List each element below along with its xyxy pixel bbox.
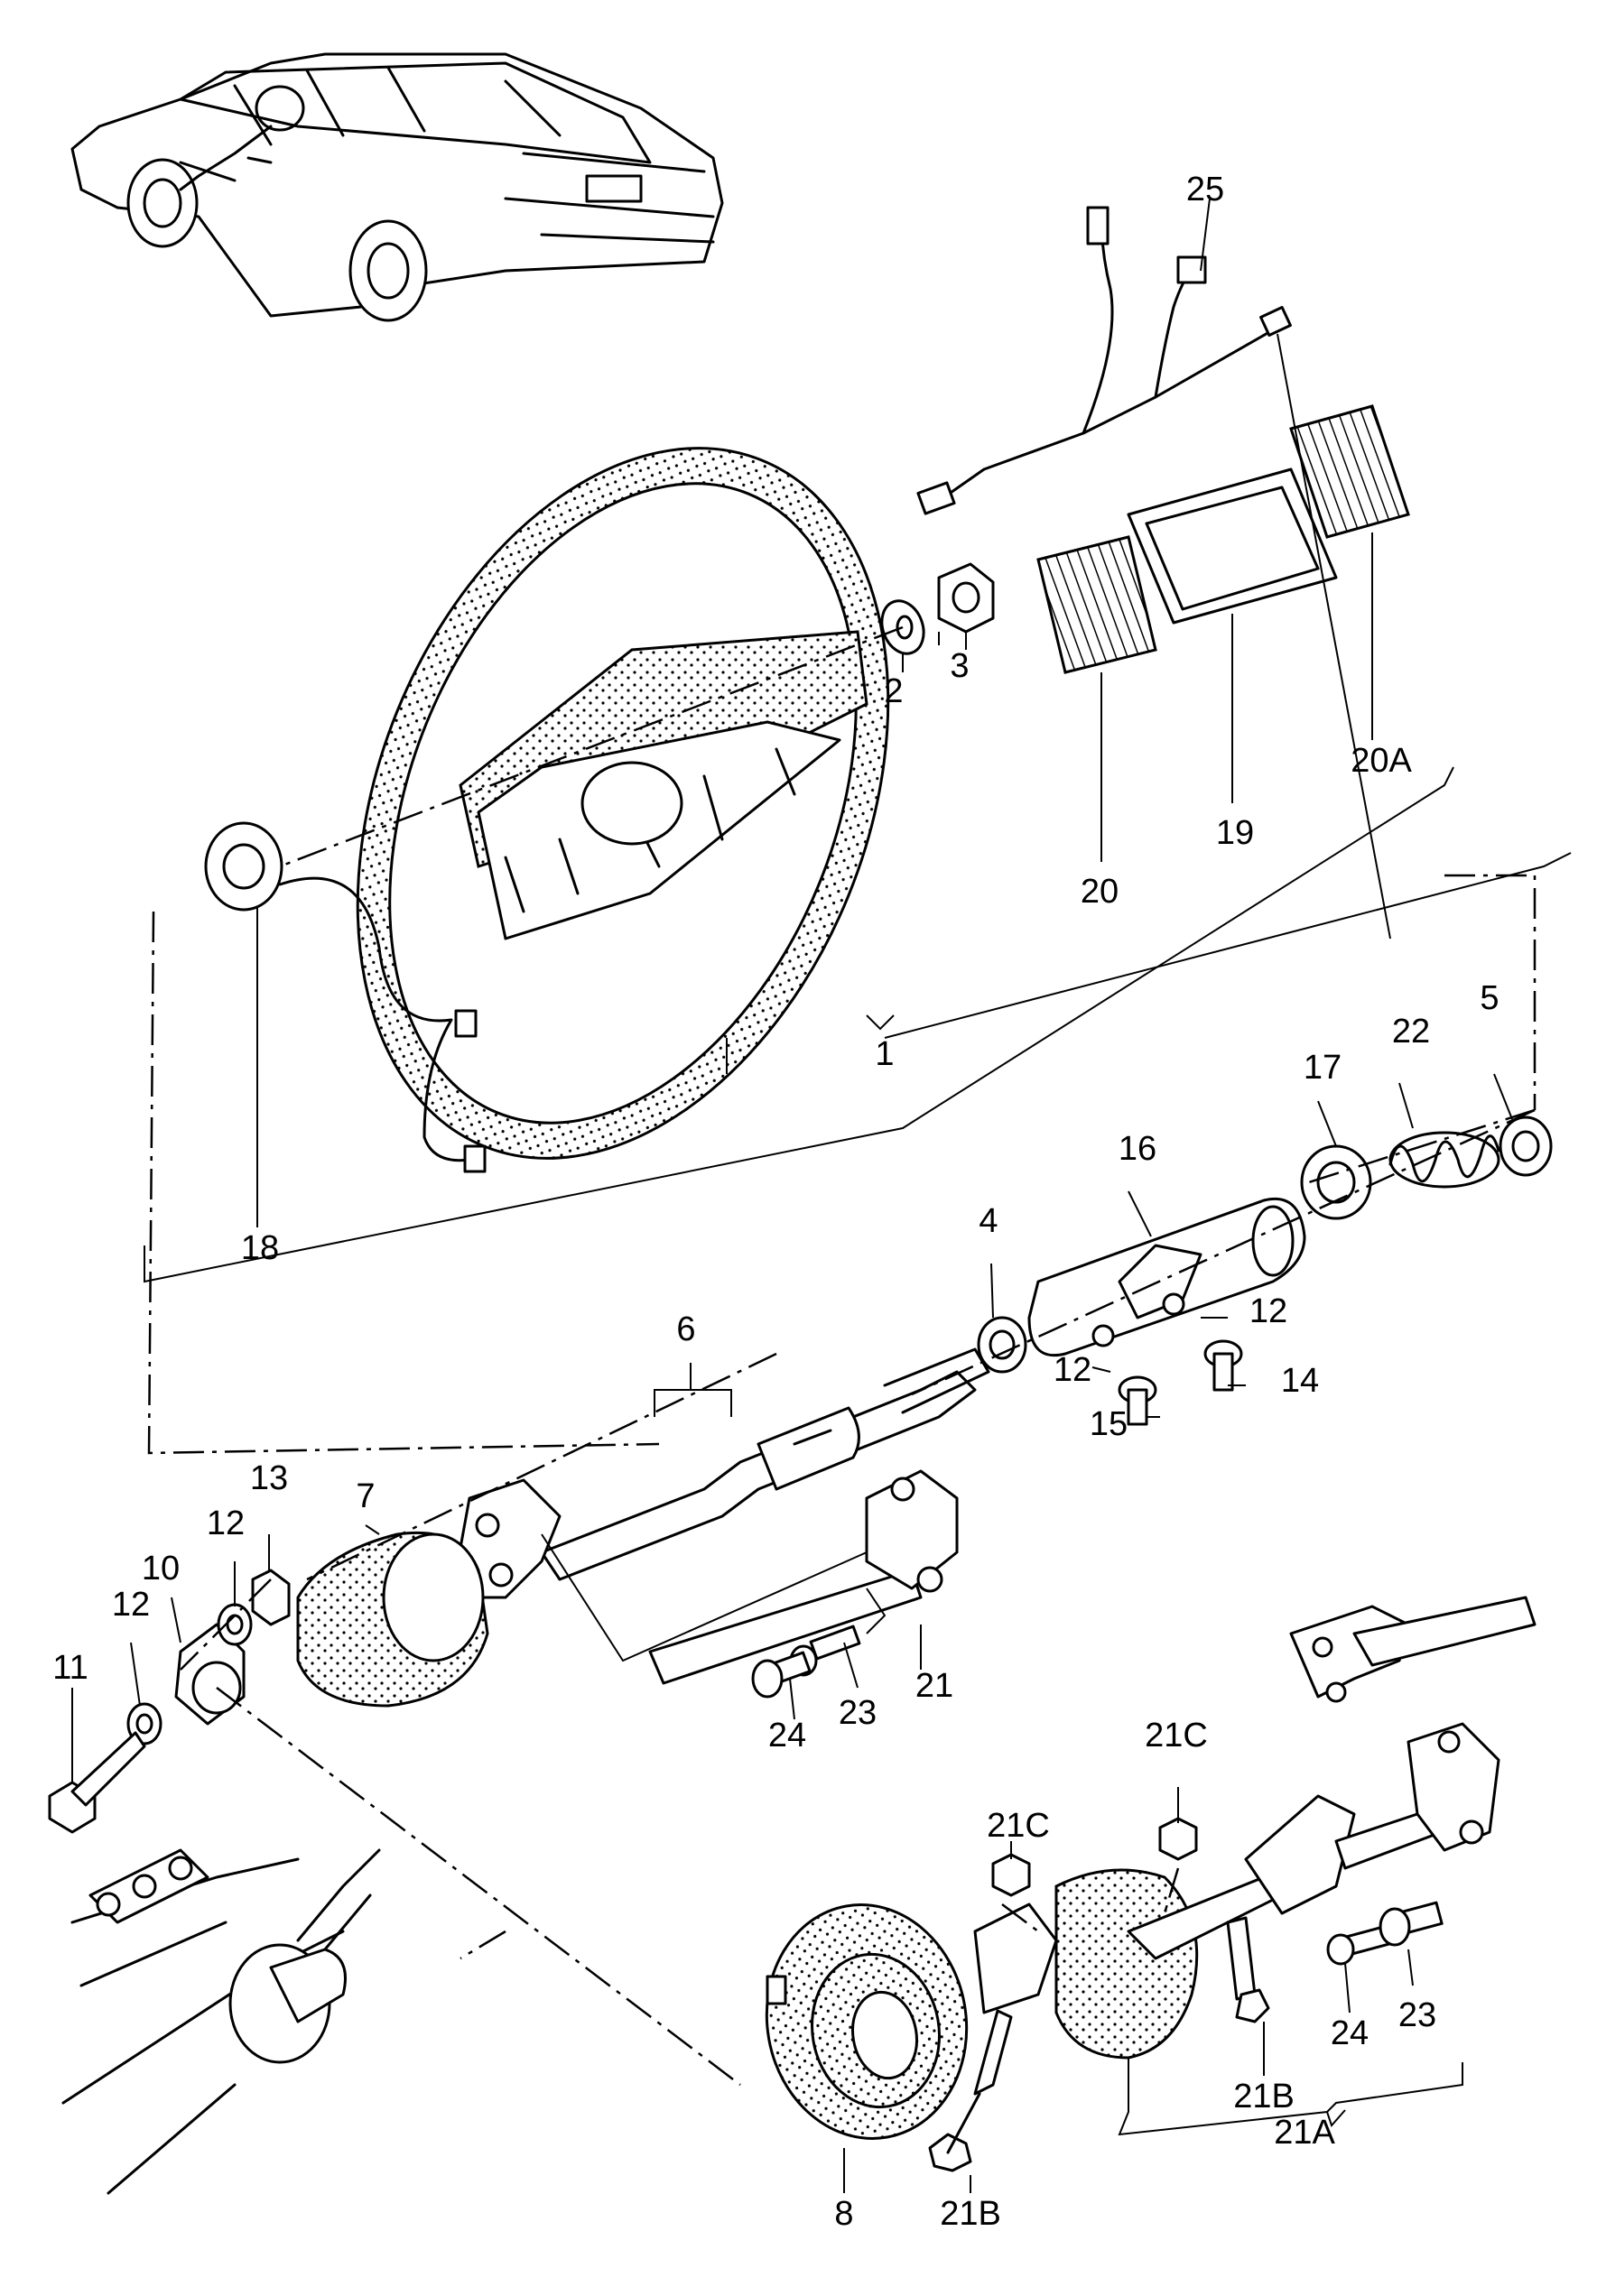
label-23-lower: 23 <box>1398 1996 1436 2034</box>
assembly-lines <box>71 333 1572 2193</box>
needle-bearing <box>977 1316 1027 1374</box>
label-6: 6 <box>676 1310 695 1348</box>
label-21A: 21A <box>1274 2114 1335 2152</box>
label-21B-upper: 21B <box>1233 2078 1295 2115</box>
label-24-lower: 24 <box>1331 2014 1369 2052</box>
label-11: 11 <box>52 1649 88 1687</box>
bolt-21b-lower <box>928 2009 1013 2172</box>
label-14: 14 <box>1281 1362 1319 1400</box>
threaded-screw <box>751 1651 812 1699</box>
spring-retainer <box>1499 1116 1553 1177</box>
label-12-bolt: 12 <box>112 1586 150 1624</box>
label-24-upper: 24 <box>768 1717 806 1754</box>
label-21: 21 <box>915 1667 953 1705</box>
label-12-tube: 12 <box>1249 1292 1287 1330</box>
screw <box>1203 1339 1243 1392</box>
hex-bolt <box>48 1731 146 1834</box>
label-2: 2 <box>884 672 903 710</box>
label-22: 22 <box>1392 1013 1430 1051</box>
lower-steering-shaft <box>648 1469 959 1685</box>
steering-column-section <box>61 1848 381 2195</box>
label-16: 16 <box>1119 1130 1156 1168</box>
threaded-screw-lower-right <box>1379 1901 1444 1947</box>
switch-housing-cover <box>296 1531 489 1708</box>
label-20: 20 <box>1081 873 1119 911</box>
label-20A: 20A <box>1351 742 1412 780</box>
label-12-clamp: 12 <box>207 1504 245 1542</box>
label-23-upper: 23 <box>839 1694 877 1732</box>
steering-column-tube <box>1027 1197 1306 1356</box>
steering-shaft <box>450 1347 990 1599</box>
label-7: 7 <box>356 1477 375 1515</box>
label-21C-left: 21C <box>987 1807 1050 1845</box>
bolt-lower-right <box>1326 1924 1394 1966</box>
label-3: 3 <box>950 647 969 685</box>
self-locking-nut <box>251 1569 291 1626</box>
hex-nut-21c-right <box>1158 1817 1198 1861</box>
label-19: 19 <box>1216 814 1254 852</box>
label-4: 4 <box>979 1202 998 1240</box>
contact-slip-ring <box>204 821 487 1173</box>
wiring-harness <box>916 198 1292 515</box>
bolt-21b-upper <box>1226 1916 1270 2023</box>
label-21C-right: 21C <box>1145 1717 1208 1754</box>
label-13: 13 <box>250 1459 288 1497</box>
steering-wheel <box>356 447 890 1160</box>
screw-short <box>1118 1375 1157 1426</box>
trim-cover-left <box>1036 535 1157 674</box>
label-5: 5 <box>1480 979 1499 1017</box>
label-12-screw: 12 <box>1054 1351 1091 1389</box>
washer-clamp <box>217 1603 253 1646</box>
label-1: 1 <box>875 1035 894 1073</box>
compression-spring <box>1388 1131 1500 1189</box>
horn-contact-ring <box>765 1903 969 2140</box>
column-end-fork <box>1289 1596 1537 1703</box>
label-8: 8 <box>834 2195 853 2233</box>
label-25: 25 <box>1186 171 1224 208</box>
part-labels: 1 2 3 4 5 6 7 8 10 11 12 12 12 12 13 14 … <box>52 171 1499 2233</box>
label-10: 10 <box>142 1550 180 1588</box>
label-15: 15 <box>1090 1405 1128 1443</box>
trim-cover-right <box>1289 404 1410 539</box>
horn-plate <box>1127 468 1338 625</box>
hex-nut-21c-left <box>991 1853 1031 1897</box>
car-location-illustration <box>70 52 724 322</box>
label-17: 17 <box>1304 1049 1342 1087</box>
universal-joint-assembly <box>973 1722 1500 2060</box>
hex-nut <box>937 562 995 634</box>
label-21B-lower: 21B <box>940 2195 1001 2233</box>
label-18: 18 <box>241 1229 279 1267</box>
